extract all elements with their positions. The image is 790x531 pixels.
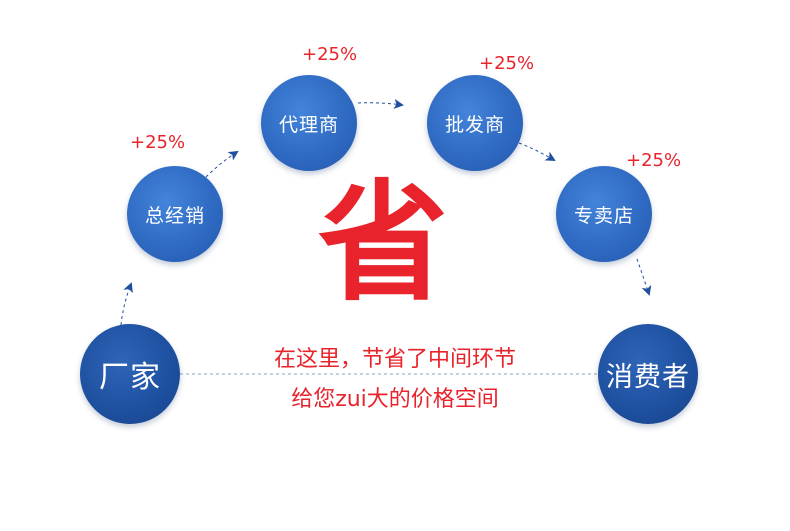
node-consumer: 消费者 [598,324,698,424]
node-retail-store: 专卖店 [556,166,652,262]
markup-agent: +25% [302,44,358,65]
arrow-manufacturer-to-general-distributor [120,282,133,326]
slogan-line-1: 在这里，节省了中间环节 [273,347,516,372]
node-general-distributor: 总经销 [127,166,223,262]
arrow-agent-to-wholesaler [357,98,404,109]
node-wholesaler-label: 批发商 [444,113,505,136]
node-manufacturer: 厂家 [80,324,180,424]
node-general-distributor-label: 总经销 [144,204,205,227]
node-retail-store-label: 专卖店 [573,204,634,227]
arrow-retail-store-to-consumer [636,258,652,296]
markup-retail-store: +25% [626,150,682,171]
arrow-wholesaler-to-retail-store [518,142,556,162]
arrow-general-distributor-to-agent [205,150,239,178]
markup-general-distributor: +25% [130,132,186,153]
node-consumer-label: 消费者 [606,361,690,393]
node-wholesaler: 批发商 [427,75,523,171]
slogan-line-2: 给您zui大的价格空间 [291,387,499,412]
node-agent: 代理商 [261,75,357,171]
node-manufacturer-label: 厂家 [99,360,161,395]
markup-wholesaler: +25% [479,53,535,74]
node-agent-label: 代理商 [278,113,339,136]
center-save-character: 省 [317,167,448,319]
